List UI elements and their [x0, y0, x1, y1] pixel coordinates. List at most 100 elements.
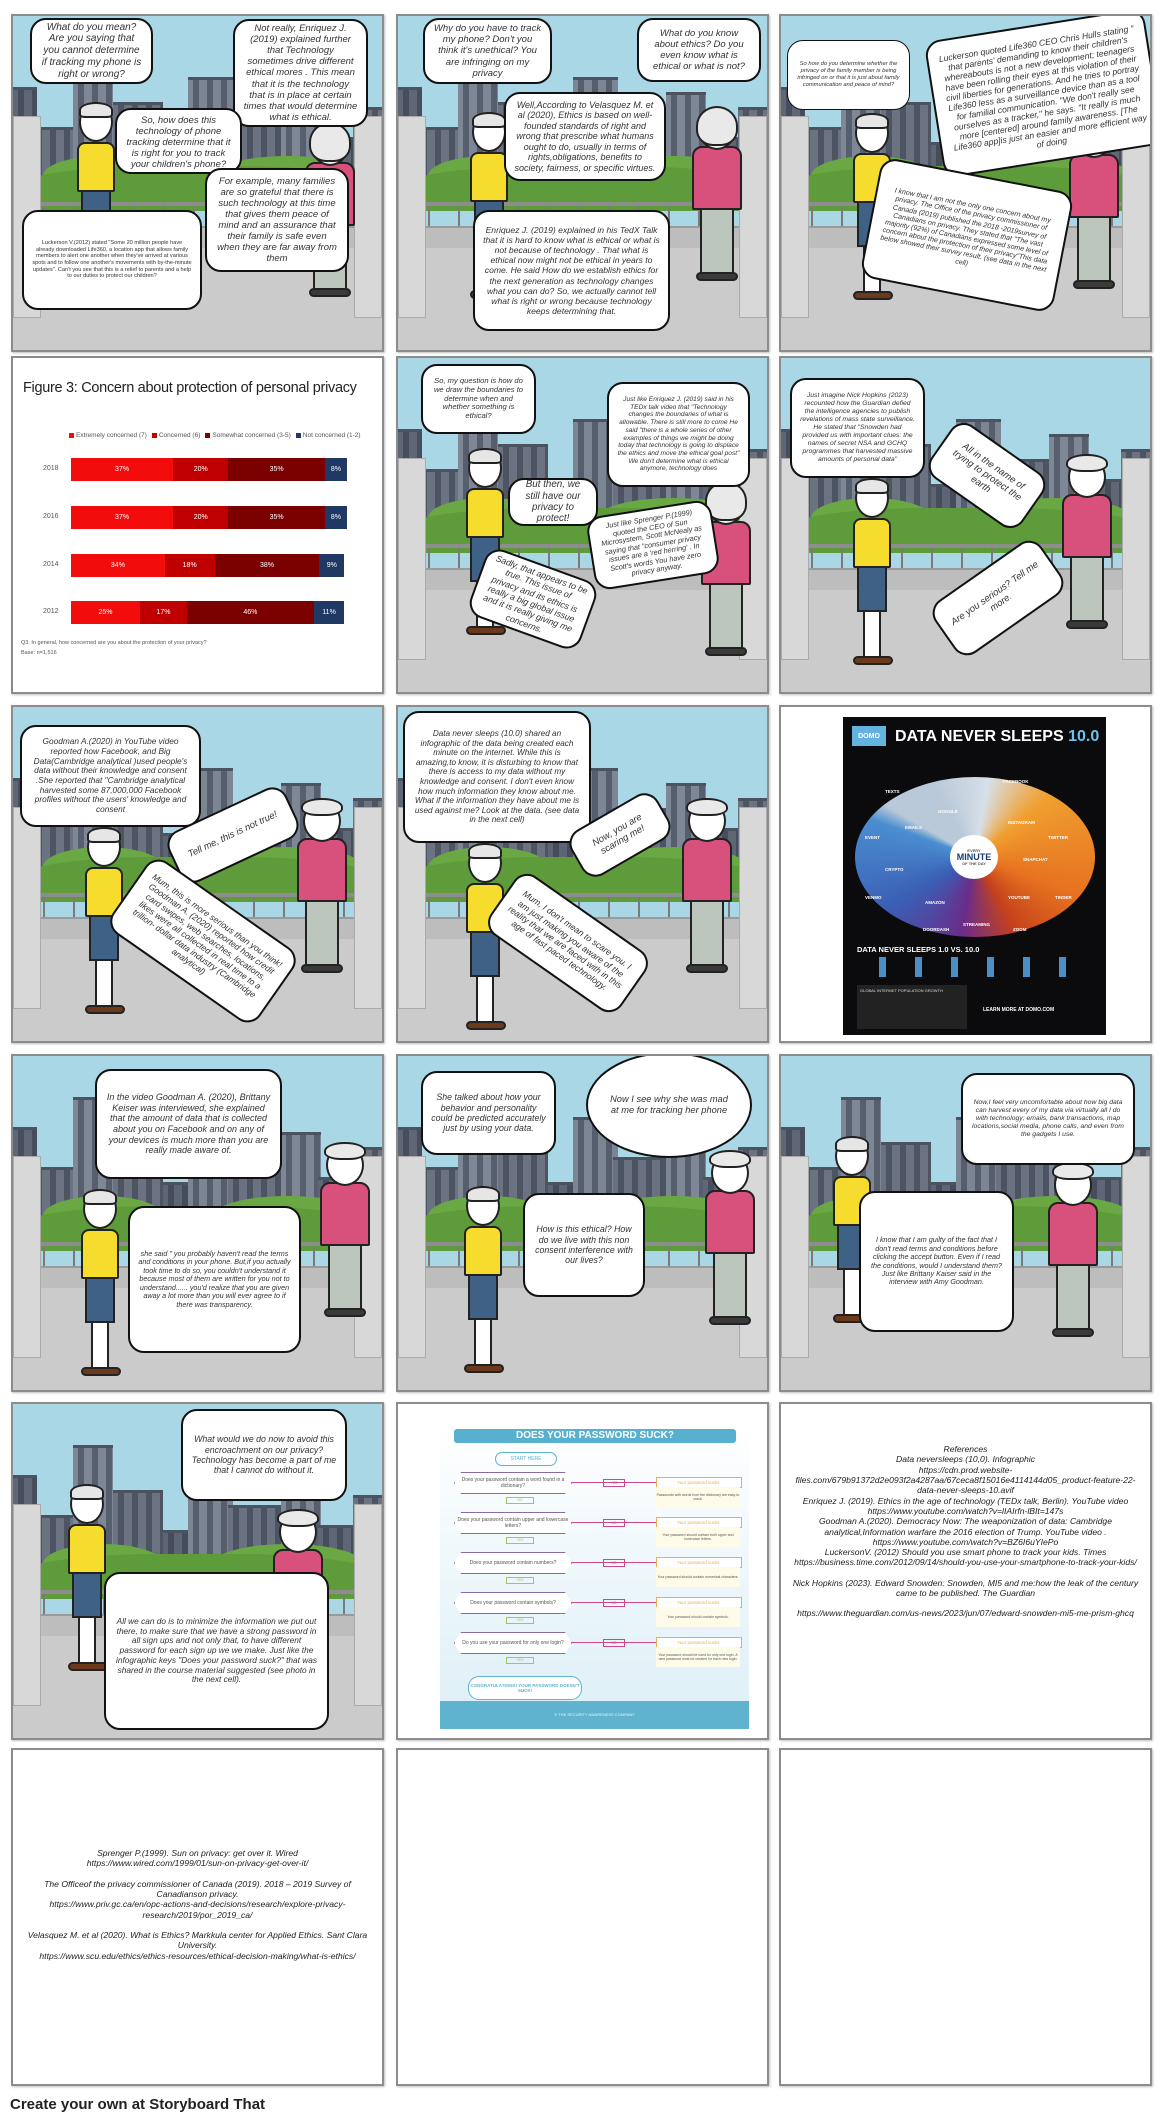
speech-bubble: What would we do now to avoid this encro… — [181, 1409, 347, 1501]
bar-segment: 18% — [164, 554, 215, 577]
storyboard-that-link[interactable]: Create your own at Storyboard That — [10, 2096, 266, 2113]
girl-shoes — [464, 1364, 504, 1373]
flowchart-connector — [570, 1522, 656, 1523]
speech-bubble: Luckerson V.(2012) stated "Some 20 milli… — [22, 210, 202, 310]
side-wall — [398, 458, 426, 660]
girl-shirt — [464, 1226, 502, 1276]
side-wall — [354, 807, 382, 1009]
infographic-label: YOUTUBE — [1008, 895, 1031, 900]
railing — [398, 893, 767, 897]
speech-bubble: So how do you determine whether the priv… — [787, 40, 910, 110]
references-heading: References — [943, 1444, 988, 1454]
speech-bubble: She talked about how your behavior and p… — [421, 1071, 556, 1155]
side-wall — [13, 1156, 41, 1358]
girl-shoes — [68, 1662, 108, 1671]
y-tick-label: 2016 — [43, 513, 59, 520]
flowchart-note: Your password should contain both upper … — [656, 1527, 740, 1547]
mum-pants — [1070, 554, 1104, 622]
mum-pants — [328, 1242, 362, 1310]
legend-label: Somewhat concerned (3-5) — [212, 432, 291, 439]
mum-pants — [1077, 214, 1111, 282]
girl-hair — [70, 1484, 104, 1500]
speech-bubble: So, my question is how do we draw the bo… — [421, 364, 536, 434]
flowchart-title: DOES YOUR PASSWORD SUCK? — [454, 1429, 736, 1443]
mum-pants — [700, 206, 734, 274]
mum-pants — [690, 898, 724, 966]
girl-legs — [95, 957, 113, 1007]
bar-segment: 37% — [71, 506, 174, 529]
mum-jacket — [1048, 1202, 1098, 1266]
girl-legs — [474, 1316, 492, 1366]
infographic-label: FACEBOOK — [1003, 779, 1029, 784]
bar-segment: 20% — [173, 506, 229, 529]
flowchart-question: Does your password contain symbols? — [454, 1592, 572, 1614]
flowchart-note: Your password should contain symbols. — [656, 1607, 740, 1627]
storyboard-cell-13: What would we do now to avoid this encro… — [11, 1402, 384, 1740]
storyboard-cell-18-empty — [779, 1748, 1152, 2086]
girl-shirt — [470, 152, 508, 202]
legend-item: Somewhat concerned (3-5) — [205, 432, 291, 439]
side-wall — [781, 116, 809, 318]
side-wall — [781, 1156, 809, 1358]
infographic-label: ZOOM — [1013, 927, 1027, 932]
speech-bubble: Well,According to Velasquez M. et al (20… — [504, 92, 666, 181]
side-wall — [354, 1504, 382, 1706]
side-wall — [13, 807, 41, 1009]
mum-shoes — [696, 272, 738, 281]
growth-box: GLOBAL INTERNET POPULATION GROWTH — [857, 985, 967, 1029]
side-wall — [13, 1504, 41, 1706]
reference-url: https://www.youtube.com/watch?v=BZ6I6uYI… — [872, 1536, 1059, 1547]
bar-segment: 25% — [71, 601, 140, 624]
side-wall — [1122, 116, 1150, 318]
reference-entry: Sprenger P.(1999). Sun on privacy: get o… — [97, 1848, 298, 1858]
flowchart-branch-label: NO — [603, 1639, 625, 1647]
infographic-label: TEXTS — [885, 789, 900, 794]
bar-segment: 37% — [71, 458, 174, 481]
reference-url: https://www.theguardian.com/us-news/2023… — [797, 1608, 1134, 1619]
mum-hair — [709, 1150, 751, 1168]
reference-entry: Goodman A.(2020). Democracy Now: The wea… — [819, 1516, 1112, 1537]
reference-url: https://business.time.com/2012/09/14/sho… — [794, 1557, 1137, 1568]
flowchart-branch-label: YES — [603, 1479, 625, 1487]
speech-bubble: Now,I feel very uncomfortable about how … — [961, 1073, 1135, 1165]
railing — [398, 202, 767, 206]
infographic-version: 10.0 — [1068, 728, 1100, 745]
girl-hair — [855, 113, 889, 129]
bar-segment: 46% — [186, 601, 314, 624]
mum-hair — [1066, 454, 1108, 472]
flowchart-branch-label: NO — [603, 1599, 625, 1607]
flowchart-next-label: YES — [506, 1617, 534, 1624]
center-top-text: EVERY — [967, 847, 981, 853]
y-tick-label: 2018 — [43, 465, 59, 472]
infographic-label: STREAMING — [963, 922, 990, 927]
storyboard-cell-3: So how do you determine whether the priv… — [779, 14, 1152, 352]
reference-url: https://www.youtube.com/watch?v=lIAIrfn-… — [867, 1505, 1064, 1516]
comparison-title: DATA NEVER SLEEPS 1.0 VS. 10.0 — [857, 945, 980, 954]
legend-label: Not concerned (1-2) — [302, 432, 361, 439]
chart-legend: Extremely concerned (7)Concerned (6)Some… — [69, 432, 361, 439]
flowchart-connector — [570, 1602, 656, 1603]
railing — [13, 202, 382, 206]
bar-segment: 35% — [228, 458, 325, 481]
infographic-label: INSTAGRAM — [1008, 820, 1035, 825]
bar-segment: 8% — [324, 506, 347, 529]
mum-shoes — [301, 964, 343, 973]
y-tick-label: 2012 — [43, 608, 59, 615]
girl-shoes — [466, 626, 506, 635]
storyboard-cell-7: Goodman A.(2020) in YouTube video report… — [11, 705, 384, 1043]
flowchart-footer: © THE SECURITY AWARENESS COMPANY — [440, 1701, 749, 1729]
flowchart-connector — [570, 1642, 656, 1643]
speech-bubble: Just imagine Nick Hopkins (2023) recount… — [790, 378, 925, 478]
girl-shoes — [853, 656, 893, 665]
mum-hair — [324, 1142, 366, 1160]
y-tick-label: 2014 — [43, 561, 59, 568]
infographic-title: DATA NEVER SLEEPS 10.0 — [895, 728, 1099, 746]
infographic-label: DOORDASH — [923, 927, 950, 932]
reference-url: https://cdn.prod.website-files.com/679b9… — [795, 1464, 1136, 1496]
speech-bubble: In the video Goodman A. (2020), Brittany… — [95, 1069, 282, 1179]
flowchart-connector — [570, 1482, 656, 1483]
center-text: MINUTE — [956, 851, 992, 862]
wheel-center: EVERY MINUTE OF THE DAY — [950, 835, 998, 879]
girl-legs — [863, 608, 881, 658]
speech-bubble: Goodman A.(2020) in YouTube video report… — [20, 725, 201, 827]
